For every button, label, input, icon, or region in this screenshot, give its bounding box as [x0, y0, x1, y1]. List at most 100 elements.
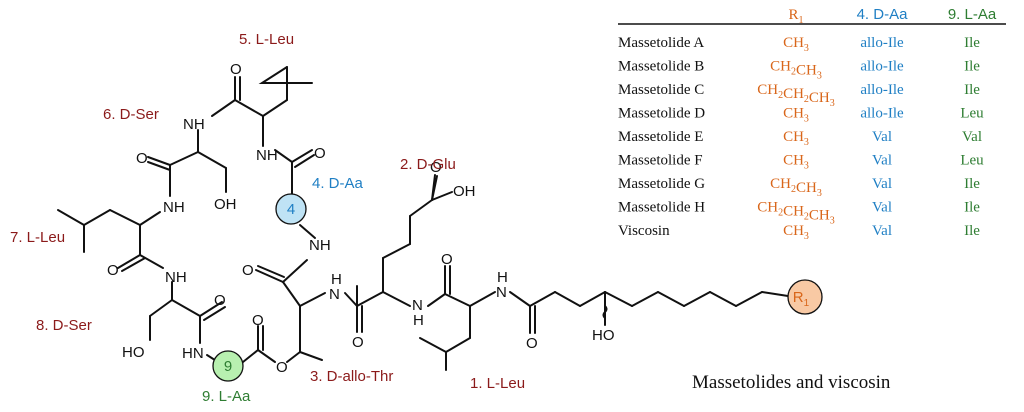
atom-labels: O NH NH O O NH OH NH O NH O O O HO HN O …: [107, 61, 615, 376]
atom-nh-ser6: NH: [183, 116, 205, 133]
atom-o-ser8: O: [214, 292, 226, 309]
diagram-caption: Massetolides and viscosin: [692, 372, 891, 393]
table-cell-name: Massetolide F: [618, 153, 703, 169]
table-cell-r1: CH3: [783, 153, 809, 172]
table-cell-r1: CH3: [783, 129, 809, 148]
table-cell-l-aa: Ile: [964, 176, 980, 192]
table-cell-d-aa: allo-Ile: [860, 35, 904, 51]
table-cell-name: Massetolide B: [618, 59, 704, 75]
atom-nh-aa4: NH: [309, 237, 331, 254]
atom-ho-fatty: HO: [592, 327, 615, 344]
atom-o-leu1: O: [441, 251, 453, 268]
atom-nh-ser8: NH: [165, 269, 187, 286]
table-cell-name: Massetolide E: [618, 129, 703, 145]
aa9-marker: 9: [212, 350, 244, 382]
atom-o-leu7: O: [107, 262, 119, 279]
table-cell-r1: CH3: [783, 106, 809, 125]
table-cell-name: Massetolide H: [618, 200, 705, 216]
residue-label-4: 4. D-Aa: [312, 175, 364, 192]
aa4-label: 4: [287, 201, 295, 218]
atom-o-fatty: O: [526, 335, 538, 352]
variants-table: R1 4. D-Aa 9. L-Aa Massetolide A CH3 allo-…: [618, 6, 1006, 242]
table-row: Viscosin CH3 Val Ile: [618, 223, 980, 242]
atom-h-leu1: H: [497, 269, 508, 286]
atom-o-ser6: O: [136, 150, 148, 167]
table-cell-r1: CH2CH3: [770, 59, 822, 82]
aa4-circle: [275, 193, 307, 225]
table-cell-l-aa: Ile: [964, 82, 980, 98]
table-cell-d-aa: allo-Ile: [860, 59, 904, 75]
table-cell-name: Massetolide D: [618, 106, 705, 122]
table-cell-name: Massetolide G: [618, 176, 705, 192]
table-cell-l-aa: Ile: [964, 35, 980, 51]
atom-h-glu2: H: [413, 312, 424, 329]
table-cell-l-aa: Ile: [964, 200, 980, 216]
residue-label-5: 5. L-Leu: [239, 31, 294, 48]
atom-h-thr3: H: [331, 271, 342, 288]
table-cell-l-aa: Val: [962, 129, 982, 145]
r1-circle: [787, 279, 823, 315]
residue-label-8: 8. D-Ser: [36, 317, 92, 334]
residue-label-9: 9. L-Aa: [202, 388, 251, 405]
atom-o-glu2: O: [352, 334, 364, 351]
aa9-label: 9: [224, 358, 232, 375]
table-cell-d-aa: Val: [872, 200, 892, 216]
residue-label-1: 1. L-Leu: [470, 375, 525, 392]
table-cell-name: Viscosin: [618, 223, 670, 239]
table-row: Massetolide E CH3 Val Val: [618, 129, 982, 148]
residue-label-6: 6. D-Ser: [103, 106, 159, 123]
table-cell-l-aa: Leu: [960, 153, 984, 169]
residue-label-7: 7. L-Leu: [10, 229, 65, 246]
atom-n-thr3: N: [329, 286, 340, 303]
table-cell-d-aa: allo-Ile: [860, 106, 904, 122]
atom-nh-leu7: NH: [163, 199, 185, 216]
table-header-d-aa: 4. D-Aa: [857, 6, 909, 23]
table-row: Massetolide G CH2CH3 Val Ile: [618, 176, 980, 199]
table-cell-r1: CH2CH3: [770, 176, 822, 199]
atom-o-leu5: O: [230, 61, 242, 78]
table-cell-d-aa: Val: [872, 153, 892, 169]
table-cell-d-aa: Val: [872, 223, 892, 239]
table-cell-d-aa: allo-Ile: [860, 82, 904, 98]
atom-n-leu1: N: [496, 284, 507, 301]
table-cell-r1: CH3: [783, 35, 809, 54]
atom-hn-aa9: HN: [182, 345, 204, 362]
table-cell-r1: CH3: [783, 223, 809, 242]
r1-marker: R1: [787, 279, 823, 315]
atom-o-aa4: O: [314, 145, 326, 162]
atom-o-thr3: O: [276, 359, 288, 376]
table-cell-l-aa: Leu: [960, 106, 984, 122]
atom-oh-glu2: OH: [453, 183, 476, 200]
residue-label-3: 3. D-allo-Thr: [310, 368, 393, 385]
atom-ho-ser8: HO: [122, 344, 145, 361]
atom-oh-ser6: OH: [214, 196, 237, 213]
table-cell-l-aa: Ile: [964, 223, 980, 239]
table-header-l-aa: 9. L-Aa: [948, 6, 997, 23]
table-cell-r1: CH2CH2CH3: [757, 82, 835, 109]
residue-labels: 5. L-Leu 6. D-Ser 7. L-Leu 8. D-Ser 9. L…: [10, 31, 525, 405]
table-row: Massetolide B CH2CH3 allo-Ile Ile: [618, 59, 980, 82]
atom-o-thr3-carbonyl: O: [242, 262, 254, 279]
atom-n-glu2: N: [412, 297, 423, 314]
table-row: Massetolide D CH3 allo-Ile Leu: [618, 106, 984, 125]
atom-nh-leu5: NH: [256, 147, 278, 164]
molecule-skeleton: [57, 66, 789, 371]
residue-label-2: 2. D-Glu: [400, 156, 456, 173]
aa4-marker: 4: [275, 193, 307, 225]
atom-o-glu2-acid: O: [430, 159, 442, 176]
table-cell-d-aa: Val: [872, 176, 892, 192]
aa9-circle: [212, 350, 244, 382]
table-cell-name: Massetolide A: [618, 35, 704, 51]
table-cell-r1: CH2CH2CH3: [757, 200, 835, 227]
table-cell-l-aa: Ile: [964, 59, 980, 75]
table-row: Massetolide C CH2CH2CH3 allo-Ile Ile: [618, 82, 980, 109]
atom-o-ester: O: [252, 312, 264, 329]
table-cell-d-aa: Val: [872, 129, 892, 145]
table-header-r1: R1: [788, 7, 803, 26]
table-row: Massetolide F CH3 Val Leu: [618, 153, 984, 172]
table-row: Massetolide H CH2CH2CH3 Val Ile: [618, 200, 980, 227]
table-row: Massetolide A CH3 allo-Ile Ile: [618, 35, 980, 54]
table-cell-name: Massetolide C: [618, 82, 704, 98]
